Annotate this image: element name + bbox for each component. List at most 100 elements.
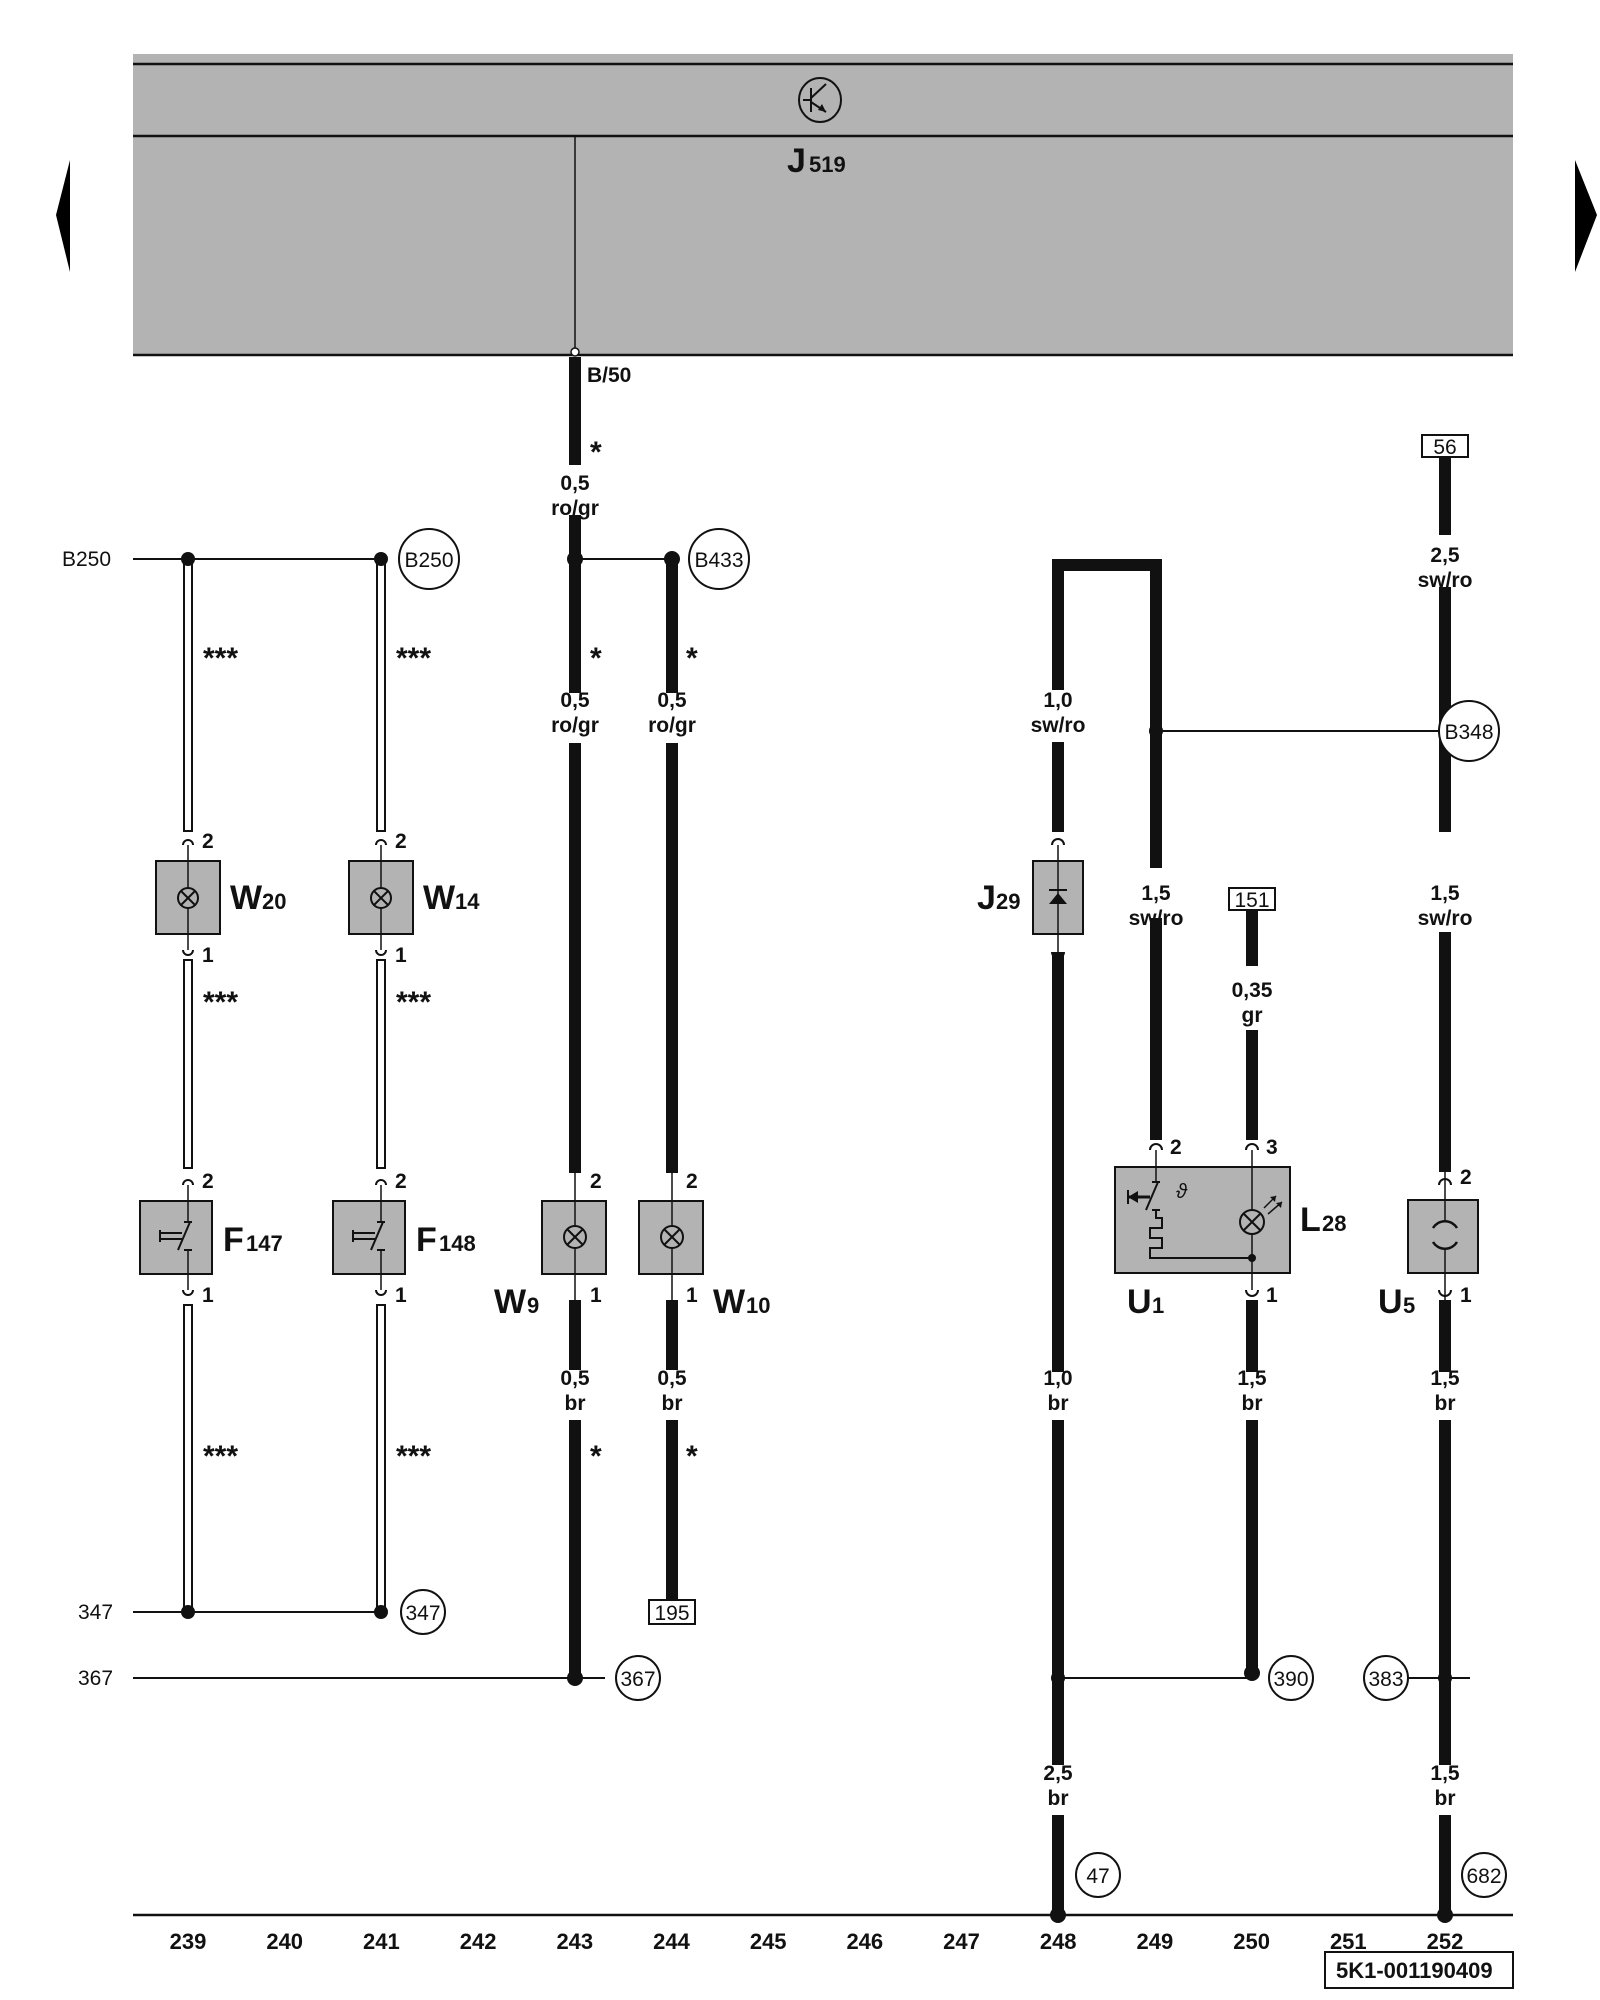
junction [1149,724,1163,738]
lamp-icon [370,887,392,909]
pin-label: 1 [395,1284,407,1307]
pin-label: 2 [1170,1136,1182,1159]
shield-mark: *** [203,986,238,1019]
column-number: 247 [943,1929,980,1954]
component-label-number: 9 [527,1293,539,1318]
arrow-left-icon[interactable] [56,160,70,272]
ref-circle-682[interactable]: 682 [1461,1852,1507,1898]
pin-label: 1 [202,1284,214,1307]
next-page-arrow[interactable] [1575,160,1597,272]
column-number: 240 [266,1929,303,1954]
wire-size: 0,5 [657,689,687,712]
pin-label: 3 [1266,1136,1278,1159]
component-label-letter: U [1127,1283,1152,1321]
wire-color: br [662,1392,683,1415]
wire-size: 1,5 [1430,1762,1460,1785]
junction [1248,1254,1256,1262]
lamp-icon [177,887,199,909]
component-f148[interactable] [332,1179,406,1296]
wire-color: sw/ro [1418,907,1473,930]
ref-circle-347[interactable]: 347 [400,1589,446,1635]
wire-mark: * [590,642,602,675]
component-label-letter: W [230,879,263,917]
control-unit-box [133,54,1513,355]
ref-circle-b433[interactable]: B433 [688,528,750,590]
component-w20[interactable] [155,839,221,956]
ref-circle-b250[interactable]: B250 [398,528,460,590]
wire-size: 1,0 [1043,1367,1072,1390]
column-number: 242 [460,1929,497,1954]
wire-label-gap [1046,692,1070,742]
prev-page-arrow[interactable] [56,160,70,272]
component-f147[interactable] [139,1179,213,1296]
junction [374,1605,388,1619]
ref-circle-text: 47 [1086,1865,1109,1888]
pin-label: 2 [686,1170,698,1193]
component-w14[interactable] [348,839,414,956]
shield-mark: *** [396,642,431,675]
cu-label-number: 519 [809,152,846,177]
ref-circle-text: 390 [1273,1668,1308,1691]
component-label-number: 29 [996,889,1020,914]
junction [1438,1671,1452,1685]
lamp-icon [563,1225,587,1249]
ref-circle-367[interactable]: 367 [615,1655,661,1701]
ref-circle-390[interactable]: 390 [1268,1655,1314,1701]
component-w9[interactable] [541,1173,607,1300]
wire-243 [569,357,581,1678]
junction [181,1605,195,1619]
left-ref-347: 347 [78,1601,113,1624]
component-label-number: 28 [1322,1211,1346,1236]
wire-244 [666,559,678,1600]
component-label-number: 5 [1403,1293,1415,1318]
ref-box-195[interactable]: 195 [648,1599,696,1625]
ref-circle-text: B250 [404,549,453,572]
component-label-number: 1 [1152,1293,1164,1318]
switch-icon [352,1185,385,1290]
component-label-letter: F [223,1221,244,1259]
electronic-control-unit-transistor-icon [798,77,842,123]
lamp-icon [1239,1150,1283,1290]
document-id-box: 5K1-001190409 [1324,1951,1514,1989]
wire-color: br [1435,1392,1456,1415]
component-w10[interactable] [638,1173,704,1300]
ref-circle-text: 682 [1466,1865,1501,1888]
ref-circle-383[interactable]: 383 [1363,1655,1409,1701]
column-number: 252 [1427,1929,1464,1954]
wire-color: sw/ro [1031,714,1086,737]
wire-size: 1,5 [1430,882,1460,905]
wire-size: 0,5 [560,689,590,712]
ref-circle-47[interactable]: 47 [1075,1852,1121,1898]
thermal-switch-icon: ϑ [1127,1150,1252,1259]
ref-circle-text: 367 [620,1668,655,1691]
pin-label: 2 [1460,1166,1472,1189]
pin-label: 2 [395,830,407,853]
component-u1[interactable]: ϑ [1114,1143,1291,1297]
wire-size: 1,5 [1141,882,1171,905]
shield-mark: *** [203,1440,238,1473]
junction [1051,1671,1065,1685]
component-label-number: 147 [246,1231,283,1256]
component-label-number: 14 [455,889,480,914]
component-label-letter: J [977,879,996,917]
wire-label-gap [1146,868,1166,918]
column-number: 243 [556,1929,593,1954]
column-number: 245 [750,1929,787,1954]
wire-size: 2,5 [1430,544,1460,567]
wire-239 [183,558,193,1613]
component-label-letter: L [1300,1201,1321,1239]
component-u5[interactable] [1407,1172,1479,1300]
ref-box-text: 195 [654,1602,689,1625]
component-j29[interactable] [1032,838,1084,959]
wire-size: 0,35 [1232,979,1273,1002]
pin-label: 2 [590,1170,602,1193]
wire-color: br [1242,1392,1263,1415]
arrow-right-icon[interactable] [1575,160,1597,272]
ref-box-151[interactable]: 151 [1228,887,1276,912]
shield-mark: *** [396,1440,431,1473]
wire-color: sw/ro [1129,907,1184,930]
ref-circle-b348[interactable]: B348 [1438,700,1500,762]
wire-250 [1246,910,1258,1678]
ref-box-56[interactable]: 56 [1421,434,1469,459]
